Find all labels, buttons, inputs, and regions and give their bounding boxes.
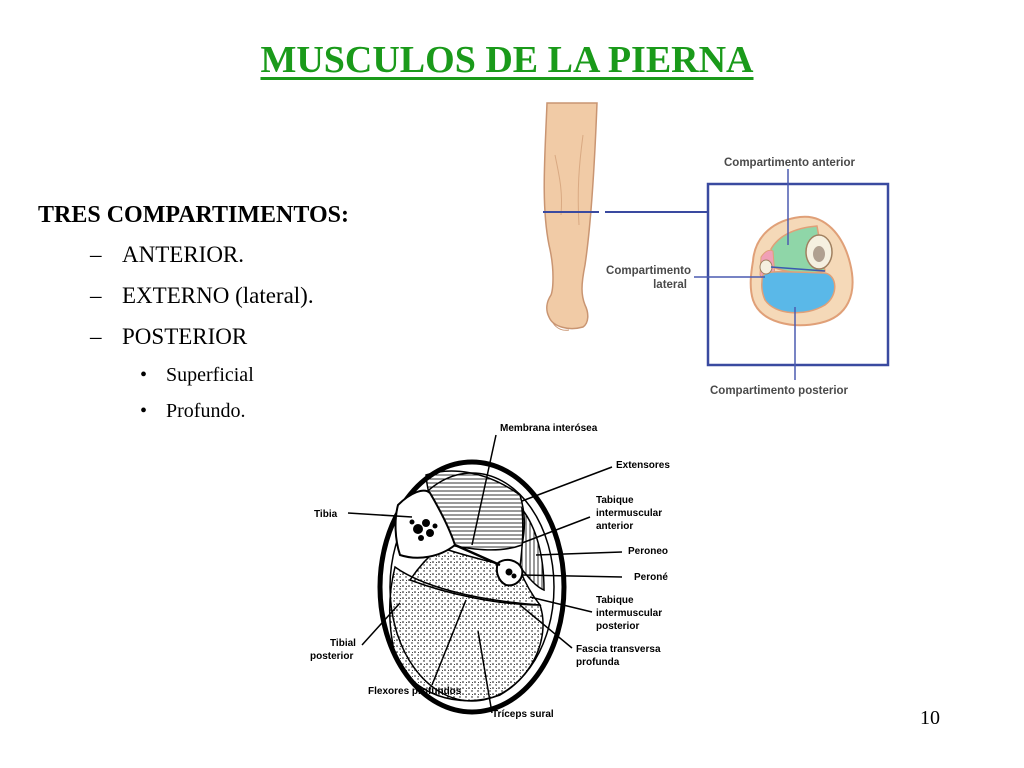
tibia-marrow <box>409 519 438 541</box>
label-tibial-post-2: posterior <box>310 651 353 662</box>
leg-section-line-drawing: Membrana interósea Extensores Tabique in… <box>310 423 670 720</box>
membrana-interosea-line <box>454 543 501 567</box>
label-tabique-post-1: Tabique <box>596 595 634 606</box>
list-item: – POSTERIOR <box>38 316 478 357</box>
dash-marker: – <box>90 242 102 267</box>
label-tibial-post-1: Tibial <box>330 638 356 649</box>
label-tabique-ant-2: intermuscular <box>596 508 662 519</box>
dash-marker: – <box>90 283 102 308</box>
label-triceps: Tríceps sural <box>492 709 554 720</box>
bullet-marker: • <box>140 400 148 422</box>
item-posterior: POSTERIOR <box>122 324 248 349</box>
subitem-superficial: Superficial <box>166 364 254 386</box>
item-externo: EXTERNO (lateral). <box>122 283 314 308</box>
colored-cross-section <box>749 215 854 327</box>
page-number: 10 <box>920 707 940 729</box>
label-tibia: Tibia <box>314 509 338 520</box>
label-tabique-post-3: posterior <box>596 621 639 632</box>
dash-marker: – <box>90 324 102 349</box>
label-compartimento-lateral-1: Compartimento <box>606 265 691 277</box>
label-perone: Peroné <box>634 572 668 583</box>
list-item: – EXTERNO (lateral). <box>38 275 478 316</box>
outline-heading: TRES COMPARTIMENTOS: <box>38 202 349 228</box>
leg-cross-section-figure: Compartimento anterior Compartimento lat… <box>543 102 890 397</box>
subitem-profundo: Profundo. <box>166 400 246 422</box>
slide-title: MUSCULOS DE LA PIERNA <box>260 39 754 81</box>
label-fascia-1: Fascia transversa <box>576 644 661 655</box>
label-compartimento-anterior: Compartimento anterior <box>724 157 856 169</box>
outline: TRES COMPARTIMENTOS: – ANTERIOR. – EXTER… <box>38 196 478 429</box>
label-membrana: Membrana interósea <box>500 423 598 434</box>
label-compartimento-posterior: Compartimento posterior <box>710 385 849 397</box>
label-flexores: Flexores profundos <box>368 686 462 697</box>
label-compartimento-lateral-2: lateral <box>653 279 687 291</box>
list-subitem: • Profundo. <box>38 393 478 429</box>
item-anterior: ANTERIOR. <box>122 242 245 267</box>
label-tabique-ant-3: anterior <box>596 521 633 532</box>
label-tabique-post-2: intermuscular <box>596 608 662 619</box>
label-extensores: Extensores <box>616 460 670 471</box>
label-tabique-ant-1: Tabique <box>596 495 634 506</box>
label-peroneo: Peroneo <box>628 546 668 557</box>
list-item: – ANTERIOR. <box>38 234 478 275</box>
list-subitem: • Superficial <box>38 357 478 393</box>
bottom-pointers <box>347 434 623 714</box>
bullet-marker: • <box>140 364 148 386</box>
leg-illustration <box>543 102 598 331</box>
bottom-labels: Membrana interósea Extensores Tabique in… <box>310 423 670 720</box>
fibula-marrow <box>505 568 517 579</box>
label-fascia-2: profunda <box>576 657 620 668</box>
